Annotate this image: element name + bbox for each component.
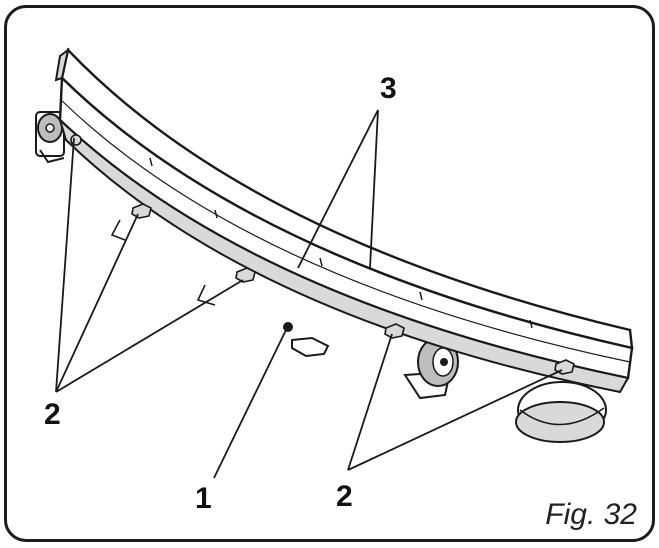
caster-wheel-left xyxy=(35,111,65,164)
release-lever xyxy=(283,322,330,358)
figure-label: Fig. 32 xyxy=(545,498,637,531)
screw-icon xyxy=(70,134,575,375)
callout-2-bottom: 2 xyxy=(336,480,353,513)
chassis-base xyxy=(110,219,216,306)
caster-wheel-right xyxy=(515,381,607,443)
callout-1: 1 xyxy=(195,482,212,515)
callout-2-left: 2 xyxy=(44,398,61,431)
callout-3: 3 xyxy=(380,72,397,105)
leader-lines xyxy=(55,109,563,479)
bumper-strip xyxy=(54,47,634,394)
